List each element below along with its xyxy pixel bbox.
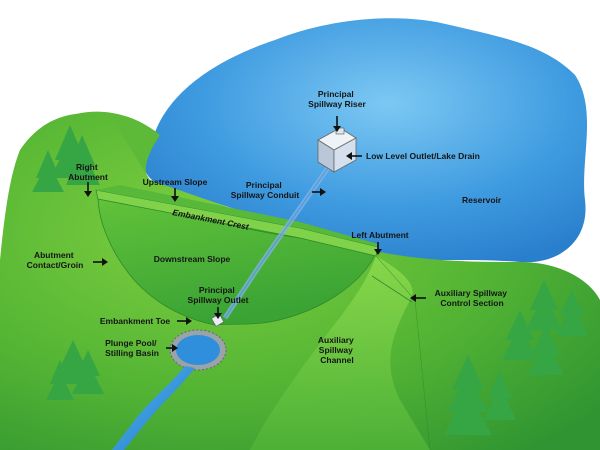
label-upstream-slope: Upstream Slope (143, 177, 208, 187)
tree (444, 355, 516, 435)
label-right-abutment: Right Abutment (68, 162, 108, 182)
arrow-outlet (214, 307, 222, 319)
arrow-riser (333, 116, 341, 132)
arrow-right-abutment (84, 182, 92, 197)
embankment-downstream-face (97, 195, 376, 326)
principal-spillway-conduit-shadow (224, 164, 331, 319)
arrow-low-level-outlet (346, 152, 362, 160)
arrow-left-abutment (374, 242, 382, 255)
outlet-channel (112, 366, 195, 450)
label-principal-spillway-conduit: Principal Spillway Conduit (231, 180, 300, 200)
label-reservoir: Reservoir (462, 195, 502, 205)
label-low-level-outlet: Low Level Outlet/Lake Drain (366, 151, 480, 161)
arrow-control-section (410, 294, 426, 302)
arrows (84, 116, 426, 352)
upstream-slope-strip (96, 185, 378, 247)
principal-spillway-outlet-pipe (211, 313, 225, 327)
plunge-pool (169, 329, 227, 371)
label-embankment-toe: Embankment Toe (100, 316, 170, 326)
tree (502, 310, 564, 375)
arrow-upstream-slope (171, 188, 179, 202)
label-left-abutment: Left Abutment (351, 230, 408, 240)
label-auxiliary-spillway-channel: Auxiliary Spillway Channel (318, 335, 356, 365)
label-plunge-pool-stilling-basin: Plunge Pool/ Stilling Basin (105, 338, 159, 358)
auxiliary-spillway-control-line (371, 275, 413, 303)
label-principal-spillway-riser: Principal Spillway Riser (308, 89, 366, 109)
arrow-plunge-pool (166, 344, 178, 352)
trees (32, 125, 588, 435)
label-principal-spillway-outlet: Principal Spillway Outlet (188, 285, 249, 305)
principal-spillway-riser-structure (317, 127, 357, 173)
tree (32, 125, 100, 192)
tree (526, 280, 588, 336)
arrow-embankment-toe (177, 317, 192, 325)
label-auxiliary-spillway-control-section: Auxiliary Spillway Control Section (435, 288, 510, 308)
auxiliary-spillway-channel-area (250, 256, 430, 450)
label-downstream-slope: Downstream Slope (154, 254, 231, 264)
reservoir-water (144, 18, 588, 263)
arrow-conduit (312, 188, 326, 196)
label-abutment-contact-groin: Abutment Contact/Groin (27, 250, 84, 270)
tree (46, 340, 104, 400)
arrow-abutment-contact (93, 258, 108, 266)
